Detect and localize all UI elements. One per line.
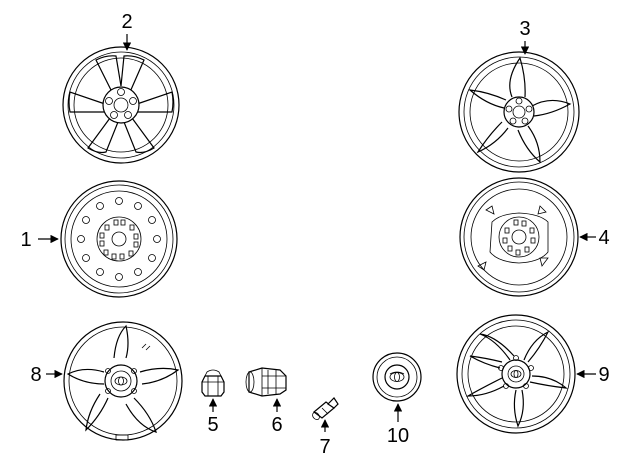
center-cap-part-10[interactable]: [372, 352, 422, 402]
callout-10: 10: [387, 425, 409, 447]
callout-7: 7: [319, 436, 330, 458]
callout-9: 9: [598, 364, 609, 386]
alloy-wheel-part-2[interactable]: [62, 46, 180, 164]
spare-wheel-part-4[interactable]: [459, 177, 579, 297]
alloy-wheel-part-9[interactable]: [456, 314, 576, 434]
steel-wheel-part-1[interactable]: [60, 180, 178, 298]
callout-6: 6: [271, 414, 282, 436]
wheel-cover-part-8[interactable]: [63, 321, 183, 441]
callout-5: 5: [207, 414, 218, 436]
lock-nut-part-6[interactable]: [245, 367, 287, 397]
callout-1: 1: [20, 229, 31, 251]
callout-leaders: [38, 34, 596, 432]
alloy-wheel-part-3[interactable]: [458, 51, 580, 173]
callout-2: 2: [121, 11, 132, 33]
lug-nut-part-5[interactable]: [201, 369, 225, 397]
callout-8: 8: [30, 364, 41, 386]
callout-3: 3: [519, 18, 530, 40]
valve-stem-part-7[interactable]: [311, 397, 339, 421]
callout-4: 4: [598, 227, 609, 249]
